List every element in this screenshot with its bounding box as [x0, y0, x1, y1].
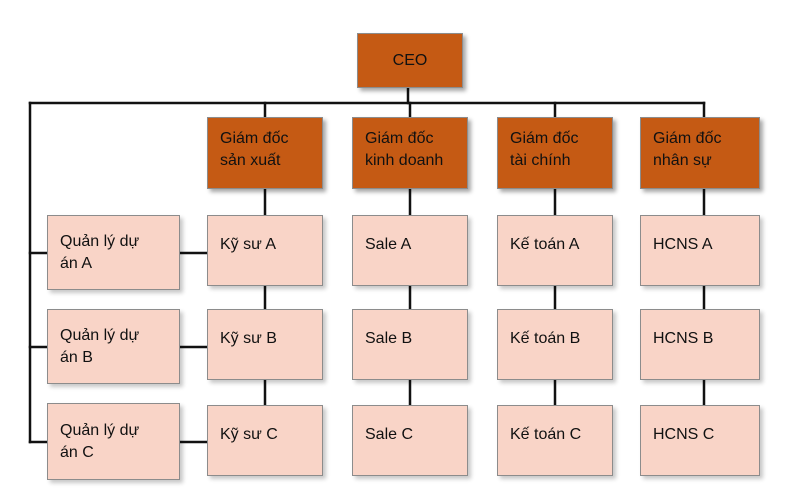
staff-box: Kỹ sư C [207, 405, 323, 476]
director-production: Giám đốc sản xuất [207, 117, 323, 189]
staff-label: Kỹ sư A [220, 236, 277, 253]
ceo-label: CEO [392, 51, 428, 69]
staff-box: Sale B [352, 309, 468, 380]
staff-label: Kỹ sư C [220, 426, 278, 443]
director-sales: Giám đốc kinh doanh [352, 117, 468, 189]
director-label: Giám đốc kinh doanh [365, 130, 444, 169]
project-manager-label: Quản lý dự án A [60, 232, 140, 272]
director-label: Giám đốc sản xuất [220, 130, 289, 169]
director-finance: Giám đốc tài chính [497, 117, 613, 189]
staff-box: Kế toán A [497, 215, 613, 286]
staff-box: Kế toán C [497, 405, 613, 476]
director-label: Giám đốc nhân sự [653, 130, 722, 169]
staff-label: Kỹ sư B [220, 330, 277, 347]
director-hr: Giám đốc nhân sự [640, 117, 760, 189]
staff-label: HCNS C [653, 426, 715, 443]
staff-box: Kế toán B [497, 309, 613, 380]
staff-label: Sale A [365, 236, 412, 253]
staff-label: Sale C [365, 426, 414, 443]
staff-box: HCNS B [640, 309, 760, 380]
project-manager-a: Quản lý dự án A [47, 215, 180, 290]
staff-label: HCNS B [653, 330, 714, 347]
ceo-box: CEO [357, 33, 463, 88]
staff-box: Sale A [352, 215, 468, 286]
staff-label: Kế toán C [510, 426, 582, 443]
staff-label: Sale B [365, 330, 413, 347]
director-label: Giám đốc tài chính [510, 130, 579, 169]
staff-label: HCNS A [653, 236, 713, 253]
project-manager-label: Quản lý dự án B [60, 326, 140, 366]
project-manager-b: Quản lý dự án B [47, 309, 180, 384]
staff-box: HCNS A [640, 215, 760, 286]
project-manager-label: Quản lý dự án C [60, 421, 140, 461]
staff-box: HCNS C [640, 405, 760, 476]
staff-box: Sale C [352, 405, 468, 476]
staff-label: Kế toán A [510, 236, 580, 253]
staff-box: Kỹ sư A [207, 215, 323, 286]
project-manager-c: Quản lý dự án C [47, 403, 180, 480]
staff-label: Kế toán B [510, 330, 581, 347]
staff-box: Kỹ sư B [207, 309, 323, 380]
